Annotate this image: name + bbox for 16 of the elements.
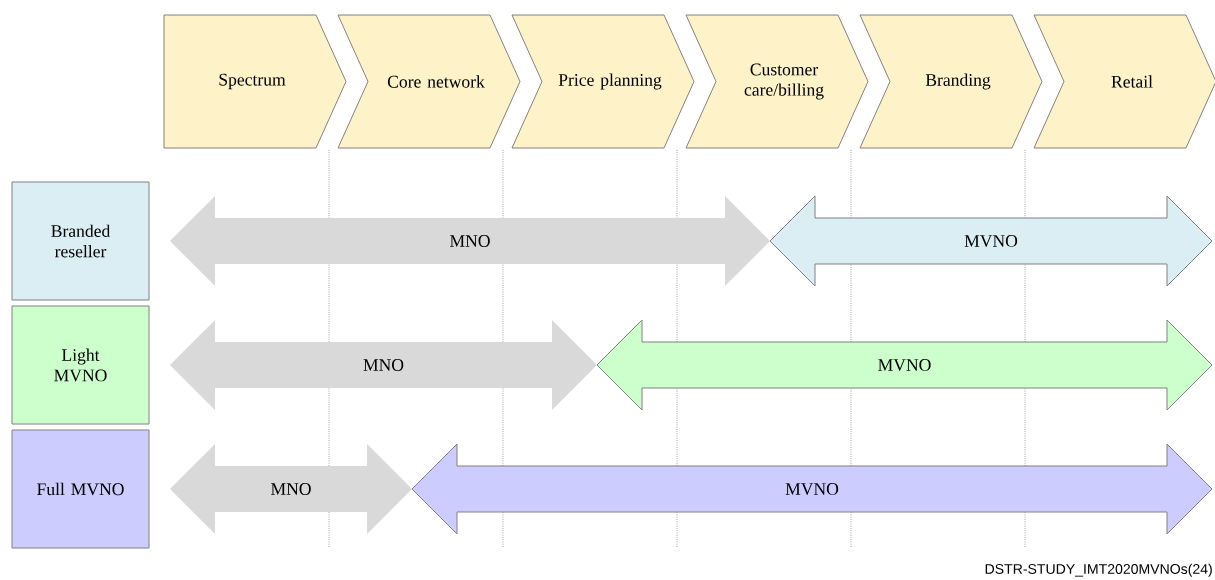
chevron-step: Core network [337,14,521,149]
row-label-box: Branded reseller [11,181,150,301]
role-span-band: MVNO [769,195,1213,287]
chevron-step: Branding [859,14,1043,149]
row-label-box: Light MVNO [11,305,150,425]
row-label-box: Full MVNO [11,429,150,549]
figure-id: DSTR-STUDY_IMT2020MVNOs(24) [985,563,1212,577]
role-span-band: MNO [170,320,597,410]
chevron-step: Spectrum [163,14,347,149]
role-span-band: MVNO [596,319,1213,411]
role-span-band: MVNO [411,443,1213,535]
chevron-step: Retail [1033,14,1215,149]
chevron-step: Price planning [511,14,695,149]
chevron-step: Customer care/billing [685,14,869,149]
role-span-band: MNO [170,196,770,286]
role-span-band: MNO [170,444,412,534]
